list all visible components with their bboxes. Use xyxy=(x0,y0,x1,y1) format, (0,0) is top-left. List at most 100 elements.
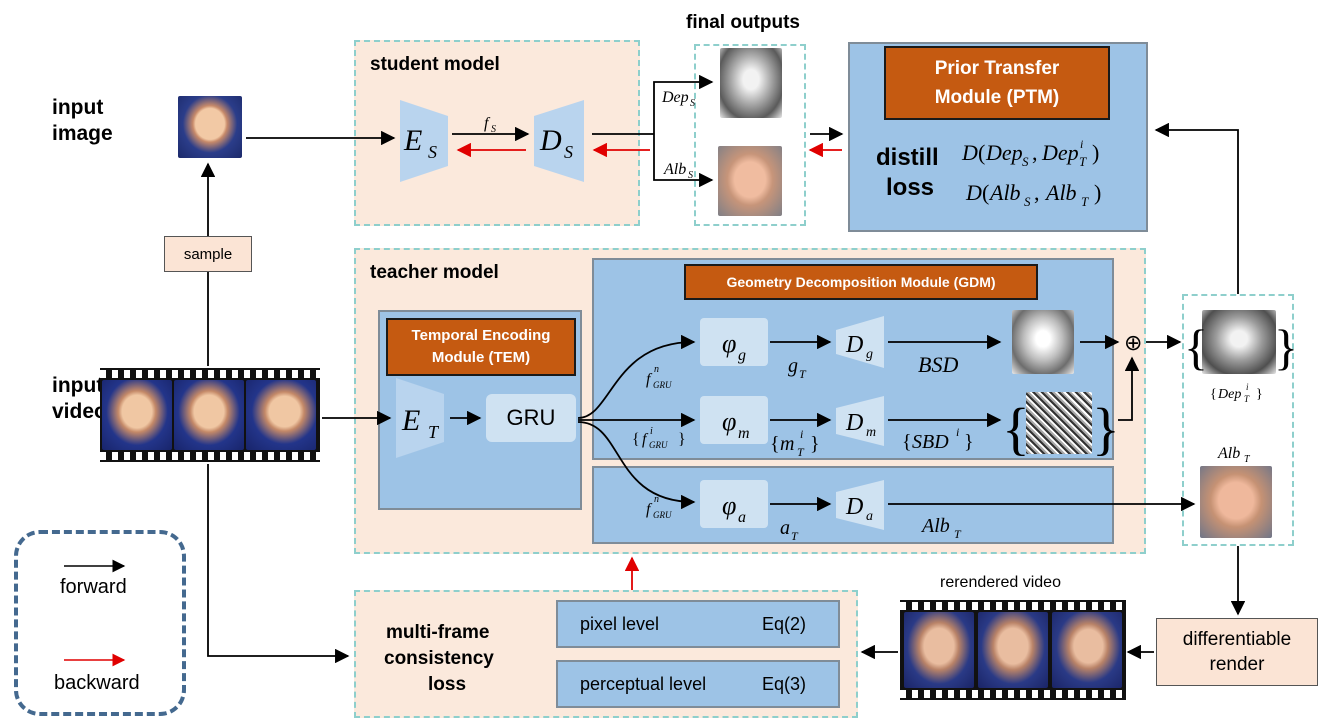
input-video-sprocket-bottom xyxy=(100,452,320,460)
input-video-frame-3 xyxy=(246,380,316,450)
math-distill-depth-sub-t: T xyxy=(1079,154,1087,169)
eq3-label: Eq(3) xyxy=(762,674,807,694)
differentiable-render-line2: render xyxy=(1209,654,1265,675)
math-D-m: D xyxy=(845,410,863,436)
math-distill-depth-D: D xyxy=(961,140,978,165)
arrow-sbd-to-sum xyxy=(1118,356,1140,421)
math-alb-T-label: Alb xyxy=(1217,445,1240,462)
rerendered-frame-2 xyxy=(978,612,1048,688)
student-albedo-output xyxy=(718,146,782,216)
gdm-title: Geometry Decomposition Module (GDM) xyxy=(726,274,996,290)
math-distill-albedo-sub-s: S xyxy=(1024,194,1031,209)
mfcl-label-line3: loss xyxy=(428,674,467,695)
math-sbd-image-rbrace: } xyxy=(1092,396,1120,461)
input-image-face xyxy=(178,96,242,158)
math-SBD-rbrace: } xyxy=(964,431,974,453)
math-alb-T-label-sub: T xyxy=(1244,454,1251,465)
math-g-T-sub: T xyxy=(799,367,807,381)
input-video-frame-2 xyxy=(174,380,244,450)
gru-label: GRU xyxy=(506,405,556,430)
arrow-gru-to-phi-a xyxy=(577,421,696,510)
ptm-title-line2: Module (PTM) xyxy=(934,87,1060,108)
math-distill-albedo-D: D xyxy=(965,180,982,205)
pixel-level-label: pixel level xyxy=(580,614,660,634)
math-E-teacher-sub: T xyxy=(428,422,440,442)
math-phi-g-sub: g xyxy=(738,347,746,364)
input-video-frame-1 xyxy=(102,380,172,450)
student-encoder-shape xyxy=(400,100,448,182)
input-video-sprocket-top xyxy=(100,370,320,378)
legend-box xyxy=(14,530,186,716)
legend-backward-label: backward xyxy=(54,672,140,694)
shape-detail-image xyxy=(1026,392,1092,454)
legend-forward-label: forward xyxy=(60,576,127,598)
arrow-gru-to-phi-g xyxy=(577,334,696,419)
rerendered-video-label: rerendered video xyxy=(940,574,1061,591)
math-distill-albedo-comma: , xyxy=(1034,180,1040,205)
math-f-gru-n-2-sub: GRU xyxy=(653,510,672,520)
input-image-label-line2: image xyxy=(52,122,113,145)
math-dep-s-sub: S xyxy=(690,98,695,109)
teacher-model-title: teacher model xyxy=(370,262,499,283)
math-E: E xyxy=(403,124,422,157)
rerendered-sprocket-bottom xyxy=(900,690,1126,698)
final-outputs-box xyxy=(694,44,806,226)
math-dep-T: Dep xyxy=(1217,387,1241,402)
mfcl-label-line1: multi-frame xyxy=(386,622,490,643)
math-distill-depth-lparen: ( xyxy=(978,140,985,165)
math-phi-g: φ xyxy=(722,329,736,358)
math-distill-depth-sub-s: S xyxy=(1022,154,1029,169)
arrow-input-to-loss xyxy=(207,464,350,664)
perceptual-level-label: perceptual level xyxy=(580,674,707,694)
math-dep-s: Dep xyxy=(661,89,689,106)
input-image-label-line1: input xyxy=(52,96,104,119)
math-m-T-sup: i xyxy=(800,427,803,441)
phi-m-block xyxy=(700,396,768,444)
student-depth-output xyxy=(720,48,782,118)
rerendered-frame-3 xyxy=(1052,612,1122,688)
math-a-T-sub: T xyxy=(791,529,799,543)
math-phi-m-sub: m xyxy=(738,425,750,442)
math-SBD-sup: i xyxy=(956,425,959,439)
decoder-g-shape xyxy=(836,316,884,368)
math-distill-albedo-sub-t: T xyxy=(1081,194,1089,209)
math-phi-a: φ xyxy=(722,491,736,520)
math-distill-depth-rparen: ) xyxy=(1092,140,1099,165)
math-distill-albedo-rparen: ) xyxy=(1094,180,1101,205)
tem-title-line1: Temporal Encoding xyxy=(411,327,551,344)
math-f-sub-S: S xyxy=(491,124,496,135)
math-SBD: SBD xyxy=(912,431,949,453)
math-alb-s: Alb xyxy=(663,161,686,178)
math-m-T-rbrace: } xyxy=(810,433,820,455)
math-f-gru-n-2: f xyxy=(646,501,653,518)
math-f-gru-i-sub: GRU xyxy=(649,440,668,450)
distill-label-line1: distill xyxy=(876,144,939,171)
eq2-label: Eq(2) xyxy=(762,614,807,634)
math-f-gru-i-lbrace: { xyxy=(632,431,640,448)
math-D-a: D xyxy=(845,494,863,520)
student-decoder-shape xyxy=(534,100,584,182)
math-f-gru-n-2-sup: n xyxy=(654,494,659,505)
math-alb-s-sub: S xyxy=(688,170,693,181)
math-f-gru-i: f xyxy=(642,431,649,448)
input-video-label-line2: video xyxy=(52,400,107,423)
teacher-depth-image xyxy=(1202,310,1276,374)
pixel-level-box xyxy=(556,600,840,648)
distill-label-line2: loss xyxy=(886,174,935,201)
decoder-m-shape xyxy=(836,396,884,446)
perceptual-level-box xyxy=(556,660,840,708)
math-dep-T-rbrace: } xyxy=(1256,387,1263,402)
student-model-title: student model xyxy=(370,54,500,75)
math-dep-image-lbrace: { xyxy=(1184,319,1208,375)
math-phi-a-sub: a xyxy=(738,509,746,526)
teacher-outputs-box xyxy=(1182,294,1294,546)
math-SBD-lbrace: { xyxy=(902,431,912,453)
arrow-branch-depth xyxy=(653,74,714,134)
math-f-gru-i-rbrace: } xyxy=(678,431,686,448)
math-m-T: m xyxy=(780,433,794,455)
math-E-teacher: E xyxy=(401,404,420,437)
math-oplus: ⊕ xyxy=(1124,330,1142,355)
math-f-gru-n-1-sup: n xyxy=(654,364,659,375)
